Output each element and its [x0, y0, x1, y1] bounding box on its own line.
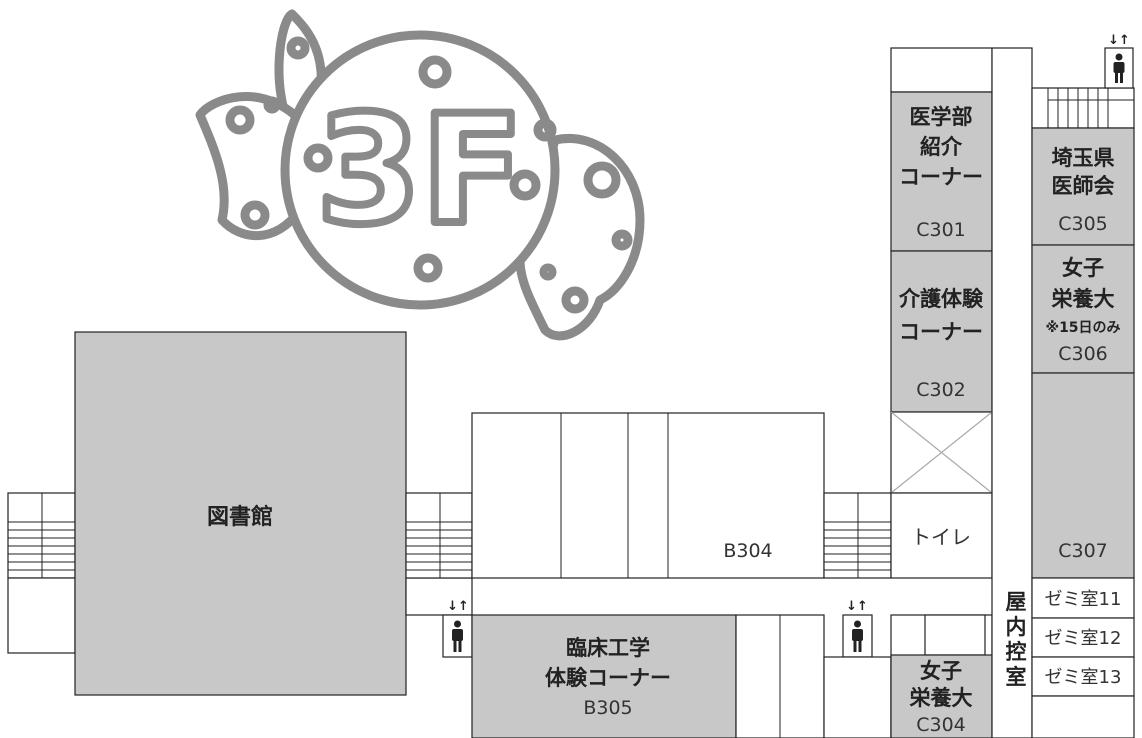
b305-name-line1: 臨床工学 — [566, 636, 650, 660]
c306-name-line1: 女子 — [1062, 256, 1104, 280]
person-icon — [1113, 53, 1125, 83]
c305-name-line1: 埼玉県 — [1052, 146, 1115, 170]
c301-name-line2: 紹介 — [920, 135, 963, 159]
c306-code: C306 — [1058, 343, 1108, 365]
seminar-room-13-label: ゼミ室13 — [1045, 667, 1122, 688]
c301-room[interactable] — [890, 91, 993, 252]
toilet-room[interactable] — [890, 492, 993, 579]
toilet-label: トイレ — [911, 525, 971, 549]
elevator-right: ↓↑ — [1104, 33, 1134, 89]
candy-icon: 3F — [195, 9, 645, 341]
seminar-room-11[interactable] — [1031, 577, 1135, 619]
person-icon — [452, 620, 463, 652]
waiting-room-char4: 室 — [1006, 665, 1027, 689]
stairs-left — [7, 492, 76, 654]
seminar-room-12[interactable] — [1031, 617, 1135, 658]
c304-code: C304 — [916, 714, 966, 736]
floor-label: 3F — [317, 84, 524, 258]
seminar-room-12-label: ゼミ室12 — [1045, 628, 1122, 649]
c305-room[interactable] — [1031, 127, 1135, 246]
b304-code: B304 — [723, 540, 772, 562]
waiting-room-char2: 内 — [1006, 615, 1027, 639]
c306-name-line2: 栄養大 — [1051, 287, 1115, 311]
c307-room[interactable] — [1031, 372, 1135, 579]
c301-name-line1: 医学部 — [910, 105, 973, 129]
waiting-room-char3: 控 — [1006, 640, 1027, 664]
c305-code: C305 — [1058, 213, 1108, 235]
elevator-arrows: ↓↑ — [1108, 33, 1130, 48]
elevator-arrows: ↓↑ — [447, 599, 469, 614]
seminar-room-11-label: ゼミ室11 — [1045, 589, 1122, 610]
c307-code: C307 — [1058, 540, 1108, 562]
c302-room[interactable] — [890, 250, 993, 413]
c306-room[interactable] — [1031, 244, 1135, 374]
c304-name-line1: 女子 — [920, 659, 962, 683]
person-icon — [852, 620, 863, 652]
b305-room[interactable] — [471, 614, 737, 738]
b305-name-line2: 体験コーナー — [545, 666, 671, 690]
c301-code: C301 — [916, 219, 966, 241]
c302-name-line2: コーナー — [899, 320, 983, 344]
c301-name-line3: コーナー — [899, 165, 983, 189]
library-room[interactable] — [74, 331, 407, 696]
c306-note: ※15日のみ — [1045, 320, 1120, 336]
elevator-left: ↓↑ — [442, 599, 473, 658]
c305-name-line2: 医師会 — [1052, 174, 1115, 198]
library-label: 図書館 — [207, 504, 273, 530]
b305-code: B305 — [583, 697, 632, 719]
waiting-room-char1: 屋 — [1006, 590, 1027, 614]
b304-room[interactable] — [471, 412, 825, 579]
c304-name-line2: 栄養大 — [909, 686, 973, 710]
elevator-middle: ↓↑ — [842, 599, 873, 658]
c304-room[interactable] — [890, 654, 993, 738]
stairs-right — [1047, 88, 1134, 128]
elevator-arrows: ↓↑ — [846, 599, 868, 614]
c302-code: C302 — [916, 379, 966, 401]
c302-name-line1: 介護体験 — [898, 287, 984, 311]
seminar-room-13[interactable] — [1031, 656, 1135, 697]
